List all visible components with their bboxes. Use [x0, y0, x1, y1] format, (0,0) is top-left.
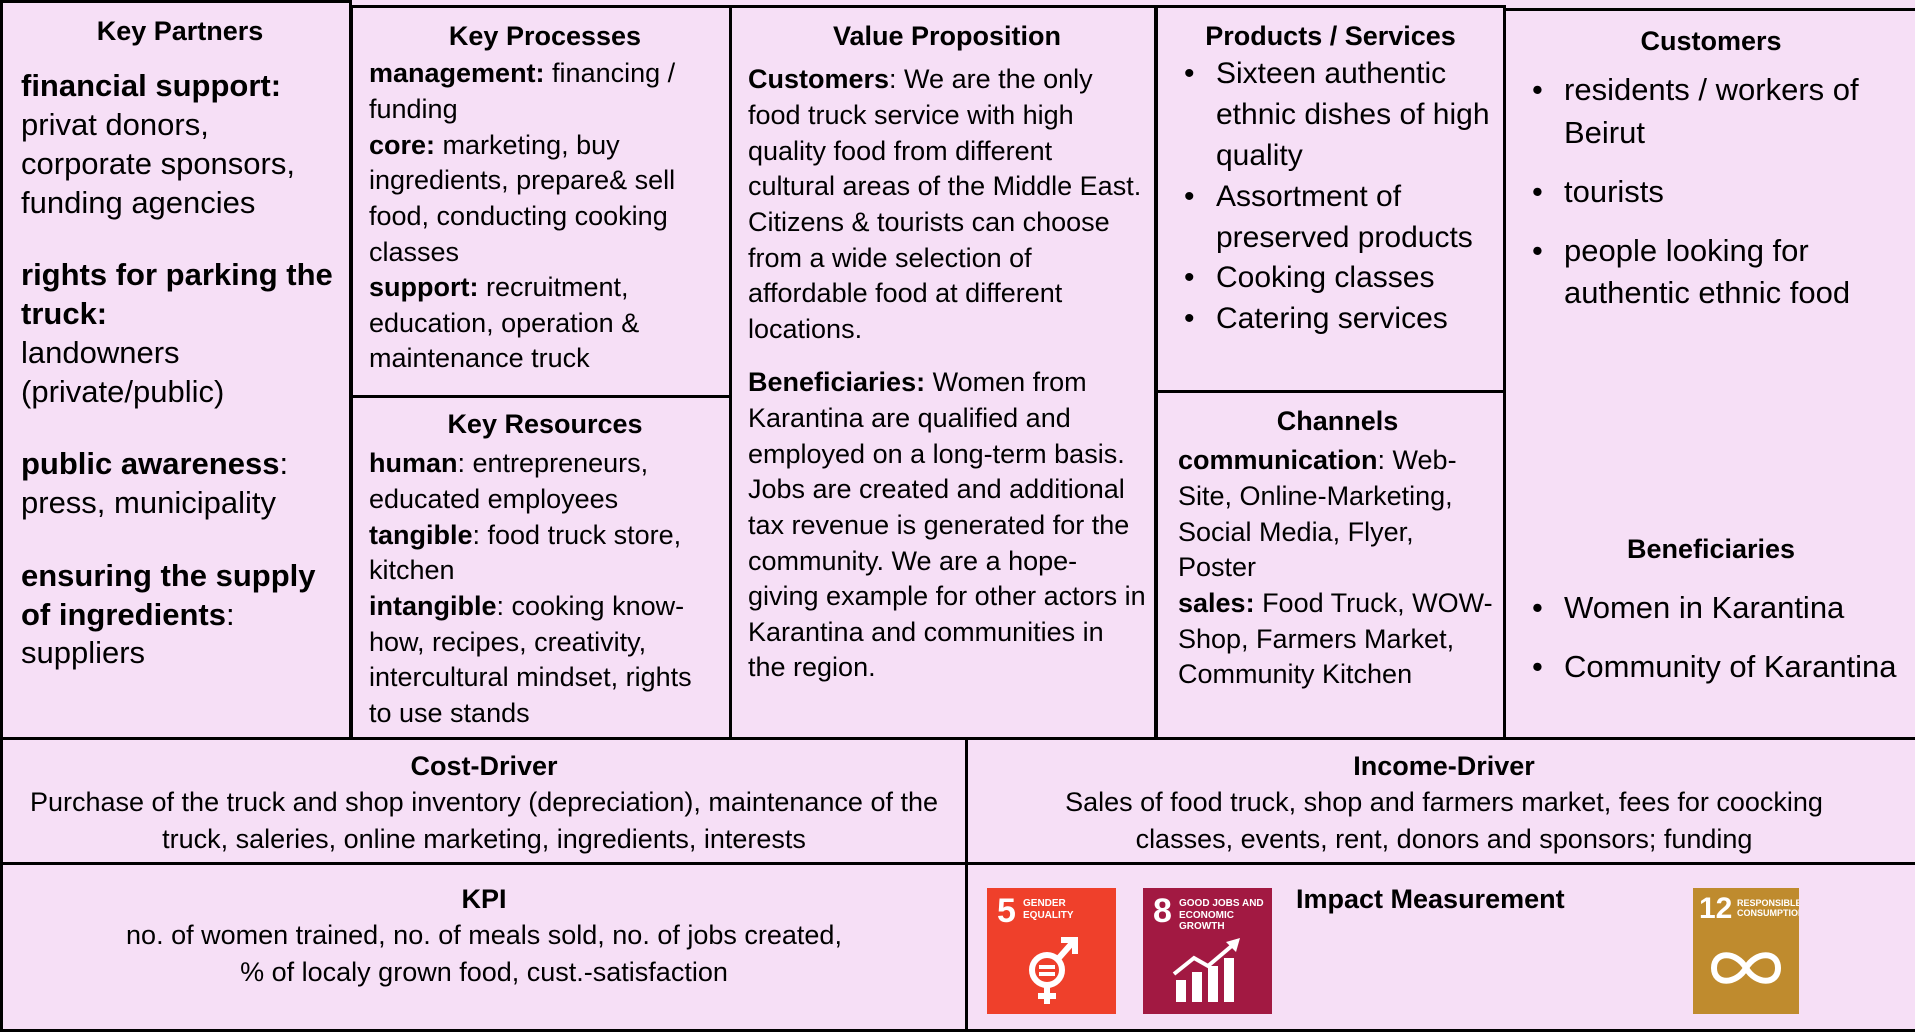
resource-item: human: entrepreneurs, educated employees	[369, 448, 649, 515]
income-driver-text: Sales of food truck, shop and farmers ma…	[1065, 787, 1823, 854]
channels-title: Channels	[1276, 406, 1399, 436]
key-resources-title: Key Resources	[447, 409, 643, 439]
product-item: Cooking classes	[1164, 258, 1497, 299]
value-item: Beneficiaries: Women from Karantina are …	[748, 367, 1146, 683]
cost-driver-box: Cost-Driver Purchase of the truck and sh…	[0, 737, 968, 865]
product-item: Sixteen authentic ethnic dishes of high …	[1164, 54, 1497, 176]
key-partners-box: Key Partners financial support: privat d…	[0, 0, 352, 740]
channels-box: Channels communication: Web-Site, Online…	[1155, 390, 1506, 740]
channel-item: sales: Food Truck, WOW-Shop, Farmers Mar…	[1178, 587, 1493, 690]
value-proposition-box: Value Proposition Customers: We are the …	[729, 5, 1157, 740]
beneficiary-item: Community of Karantina	[1512, 646, 1910, 688]
products-services-box: Products / Services Sixteen authentic et…	[1155, 5, 1506, 393]
customer-item: people looking for authentic ethnic food	[1512, 230, 1910, 314]
beneficiary-item: Women in Karantina	[1512, 587, 1910, 629]
product-item: Assortment of preserved products	[1164, 177, 1497, 259]
sdg-8-tile: 8 GOOD JOBS AND ECONOMIC GROWTH	[1143, 888, 1272, 1014]
product-item: Catering services	[1164, 299, 1497, 340]
sdg-5-tile: 5 GENDER EQUALITY	[987, 888, 1116, 1014]
kpi-text-line: % of localy grown food, cust.-satisfacti…	[240, 956, 728, 987]
growth-chart-icon	[1172, 938, 1240, 1002]
gender-equality-icon	[1029, 937, 1078, 1004]
customer-item: tourists	[1512, 171, 1910, 213]
customers-title: Customers	[1640, 26, 1782, 56]
infinity-icon	[1710, 952, 1782, 984]
key-processes-title: Key Processes	[448, 21, 642, 51]
kpi-text-line: no. of women trained, no. of meals sold,…	[126, 920, 842, 951]
partner-item: rights for parking the truck: landowners…	[21, 257, 333, 409]
resource-item: intangible: cooking know-how, recipes, c…	[369, 590, 692, 728]
key-processes-box: Key Processes management: financing / fu…	[350, 5, 732, 398]
partner-item: financial support: privat donors, corpor…	[21, 68, 295, 220]
impact-measurement-box: Impact Measurement 5 GENDER EQUALITY 8 G…	[965, 862, 1915, 1032]
value-item: Customers: We are the only food truck se…	[748, 64, 1142, 344]
products-services-title: Products / Services	[1205, 21, 1456, 51]
process-item: management: financing / funding	[369, 58, 676, 125]
impact-measurement-title: Impact Measurement	[1296, 884, 1565, 914]
resource-item: tangible: food truck store, kitchen	[369, 519, 682, 586]
channel-item: communication: Web-Site, Online-Marketin…	[1178, 445, 1457, 583]
cost-driver-text: Purchase of the truck and shop inventory…	[29, 787, 939, 854]
process-item: core: marketing, buy ingredients, prepar…	[369, 129, 676, 267]
kpi-title: KPI	[461, 884, 507, 914]
customers-box: Customers residents / workers of Beirut …	[1503, 8, 1915, 740]
income-driver-box: Income-Driver Sales of food truck, shop …	[965, 737, 1915, 865]
beneficiaries-title: Beneficiaries	[1626, 534, 1796, 564]
key-resources-box: Key Resources human: entrepreneurs, educ…	[350, 395, 732, 740]
partner-item: public awareness: press, municipality	[21, 446, 289, 521]
sdg-12-tile: 12 RESPONSIBLE CONSUMPTION	[1693, 888, 1799, 1014]
income-driver-title: Income-Driver	[1353, 751, 1535, 781]
key-partners-title: Key Partners	[96, 16, 264, 46]
partner-item: ensuring the supply of ingredients: supp…	[21, 557, 316, 671]
cost-driver-title: Cost-Driver	[410, 751, 558, 781]
process-item: support: recruitment, education, operati…	[369, 272, 640, 374]
value-proposition-title: Value Proposition	[832, 21, 1062, 51]
kpi-box: KPI no. of women trained, no. of meals s…	[0, 862, 968, 1032]
customer-item: residents / workers of Beirut	[1512, 69, 1910, 153]
